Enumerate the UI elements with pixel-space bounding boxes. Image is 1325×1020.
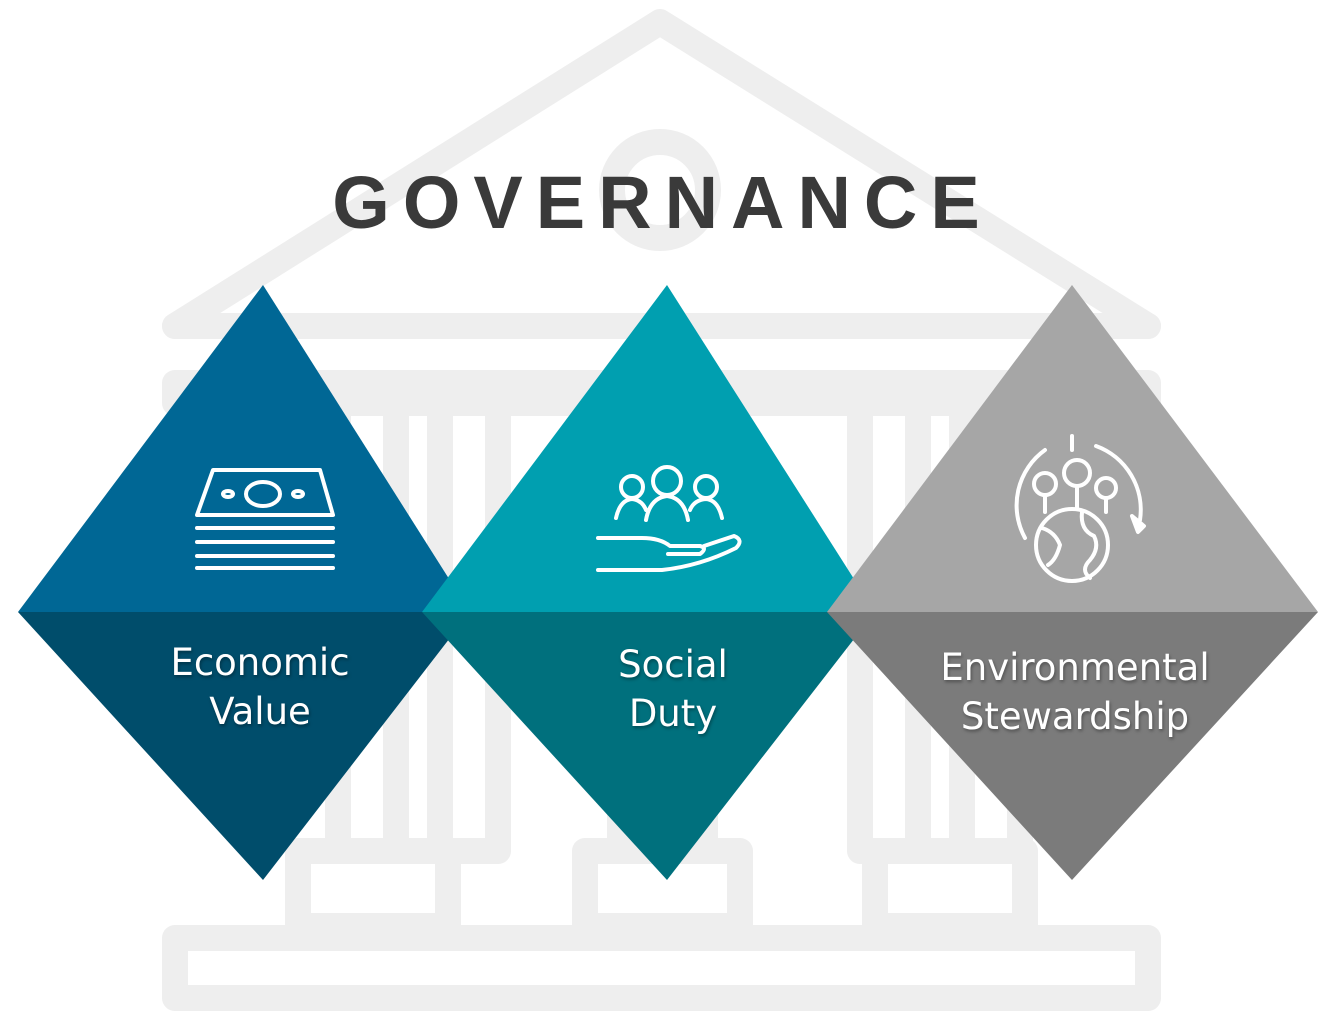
social-duty-label: Social Duty: [493, 640, 853, 738]
environmental-stewardship-line1: Environmental: [940, 646, 1210, 689]
page-title: GOVERNANCE: [332, 161, 993, 244]
social-duty-line2: Duty: [628, 692, 718, 735]
environmental-stewardship-line2: Stewardship: [960, 695, 1190, 738]
economic-value-line1: Economic: [170, 641, 350, 684]
economic-value-line2: Value: [209, 690, 311, 733]
social-duty-line1: Social: [618, 643, 728, 686]
environmental-stewardship-label: Environmental Stewardship: [895, 643, 1255, 741]
economic-value-label: Economic Value: [80, 638, 440, 736]
